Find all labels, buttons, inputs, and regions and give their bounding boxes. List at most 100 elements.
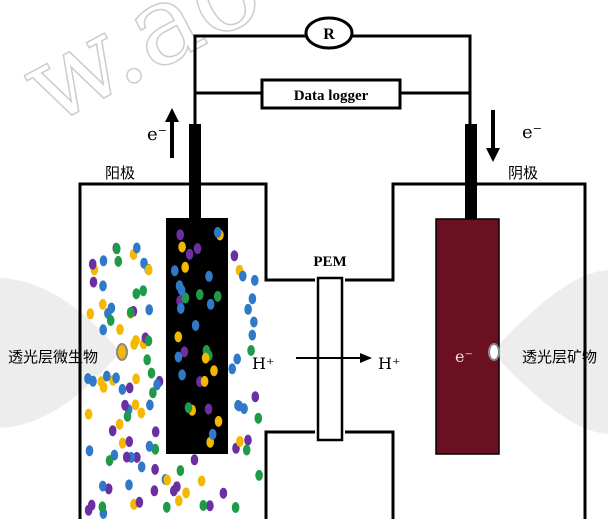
left-light-cone [0, 278, 120, 428]
microbe-dot [182, 487, 190, 499]
microbe-dot [135, 496, 144, 508]
electrode-microbe-dot [171, 265, 179, 277]
microbe-dot [121, 399, 129, 411]
electrode-microbe-dot [174, 331, 183, 343]
microbe-dot [197, 475, 206, 487]
microbe-dot [163, 501, 171, 513]
microbe-dot [233, 353, 241, 365]
proton-arrow [296, 353, 372, 363]
microbe-dot [250, 316, 258, 328]
electron-arrow-down [486, 110, 500, 162]
microbe-dot [251, 391, 260, 403]
microbe-dot [176, 465, 185, 477]
microbe-dot [153, 379, 161, 391]
electron-arrow-up [165, 108, 179, 158]
microbe-dot [163, 474, 171, 486]
microbe-dot [99, 480, 107, 492]
electrode-microbe-dot [214, 415, 223, 427]
microbe-cluster [84, 242, 263, 519]
microbe-dot [151, 463, 159, 475]
microbe-dot [105, 455, 114, 467]
electrode-microbe-dot [208, 428, 217, 440]
microbe-dot [99, 280, 107, 292]
electrode-microbe-dot [201, 352, 210, 364]
cathode-label: 阴极 [508, 164, 538, 182]
microbe-dot [219, 487, 228, 499]
electrode-microbe-dot [176, 229, 184, 241]
electrode-microbe-dot [210, 365, 218, 377]
microbe-dot [147, 367, 156, 379]
microbe-dot [151, 443, 160, 455]
microbe-dot [103, 370, 111, 382]
microbe-dot [175, 495, 183, 507]
electrode-microbe-dot [193, 243, 202, 255]
microbe-dot [242, 444, 251, 456]
anode-label: 阳极 [105, 164, 135, 182]
data-logger-label: Data logger [294, 88, 369, 104]
microbe-dot [122, 451, 131, 463]
electrode-microbe-dot [204, 403, 213, 415]
cell-chambers [78, 182, 587, 519]
microbe-dot [89, 276, 98, 288]
microbe-dot [149, 387, 157, 399]
microbe-dot [98, 501, 107, 513]
electrode-microbe-dot [184, 402, 193, 414]
microbe-dot [206, 500, 214, 512]
electrode-microbe-dot [174, 351, 183, 363]
microbe-dot [132, 288, 141, 300]
microbe-dot [137, 461, 146, 473]
microbe-dot [145, 440, 154, 452]
microbe-dot [234, 399, 242, 411]
electrode-microbe-dot [178, 369, 186, 381]
microbe-dot [139, 285, 147, 297]
photosynthetic-microbe [116, 343, 128, 361]
microbe-dot [108, 425, 117, 437]
microbe-dot [144, 264, 153, 276]
data-logger: Data logger [260, 78, 402, 110]
microbe-dot [251, 274, 259, 286]
microbe-dot [125, 436, 134, 448]
microbe-dot [248, 293, 257, 305]
electrode-microbe-dot [181, 292, 190, 304]
electrode-microbe-dot [200, 375, 209, 387]
cathode-rod [465, 124, 477, 220]
microbe-dot [247, 345, 255, 356]
cathode-inner-electron-label: e⁻ [455, 347, 473, 366]
photosynthetic-mineral [488, 343, 500, 361]
electrode-microbe-dot [181, 261, 189, 273]
electrode-microbe-dot [177, 284, 186, 296]
microbe-dot [133, 451, 141, 463]
microbe-dot [99, 324, 107, 336]
microbe-dot [133, 242, 141, 254]
microbe-dot [118, 383, 127, 395]
microbe-dot [125, 382, 134, 394]
anode-rod [189, 124, 201, 220]
resistor: R [304, 16, 354, 50]
microbe-dot [145, 304, 153, 316]
electrode-microbe-dot [205, 270, 213, 282]
microbe-dot [107, 302, 116, 314]
microbe-dot [114, 255, 123, 267]
microbe-dot [236, 436, 244, 447]
microbe-dot [125, 479, 133, 491]
microbe-dot [190, 454, 199, 466]
microbe-dot [126, 306, 135, 318]
microbe-dot [84, 408, 93, 420]
electrode-microbe-dot [213, 290, 222, 302]
microbe-dot [99, 298, 107, 310]
electrode-microbe-dot [185, 248, 194, 260]
microbe-dot [115, 418, 124, 430]
cathode-electrode [435, 218, 500, 455]
microbe-dot [248, 329, 257, 341]
microbe-dot [150, 485, 159, 497]
microbe-dot [104, 483, 113, 495]
microbe-dot [230, 250, 239, 262]
electrode-microbe-dot [191, 320, 200, 331]
anode-electron-label: e⁻ [147, 124, 167, 145]
external-circuit [193, 34, 472, 128]
microbe-dot [151, 426, 160, 438]
microbe-dot [89, 375, 97, 387]
microbe-dot [244, 434, 252, 446]
microbe-dot [112, 372, 120, 384]
